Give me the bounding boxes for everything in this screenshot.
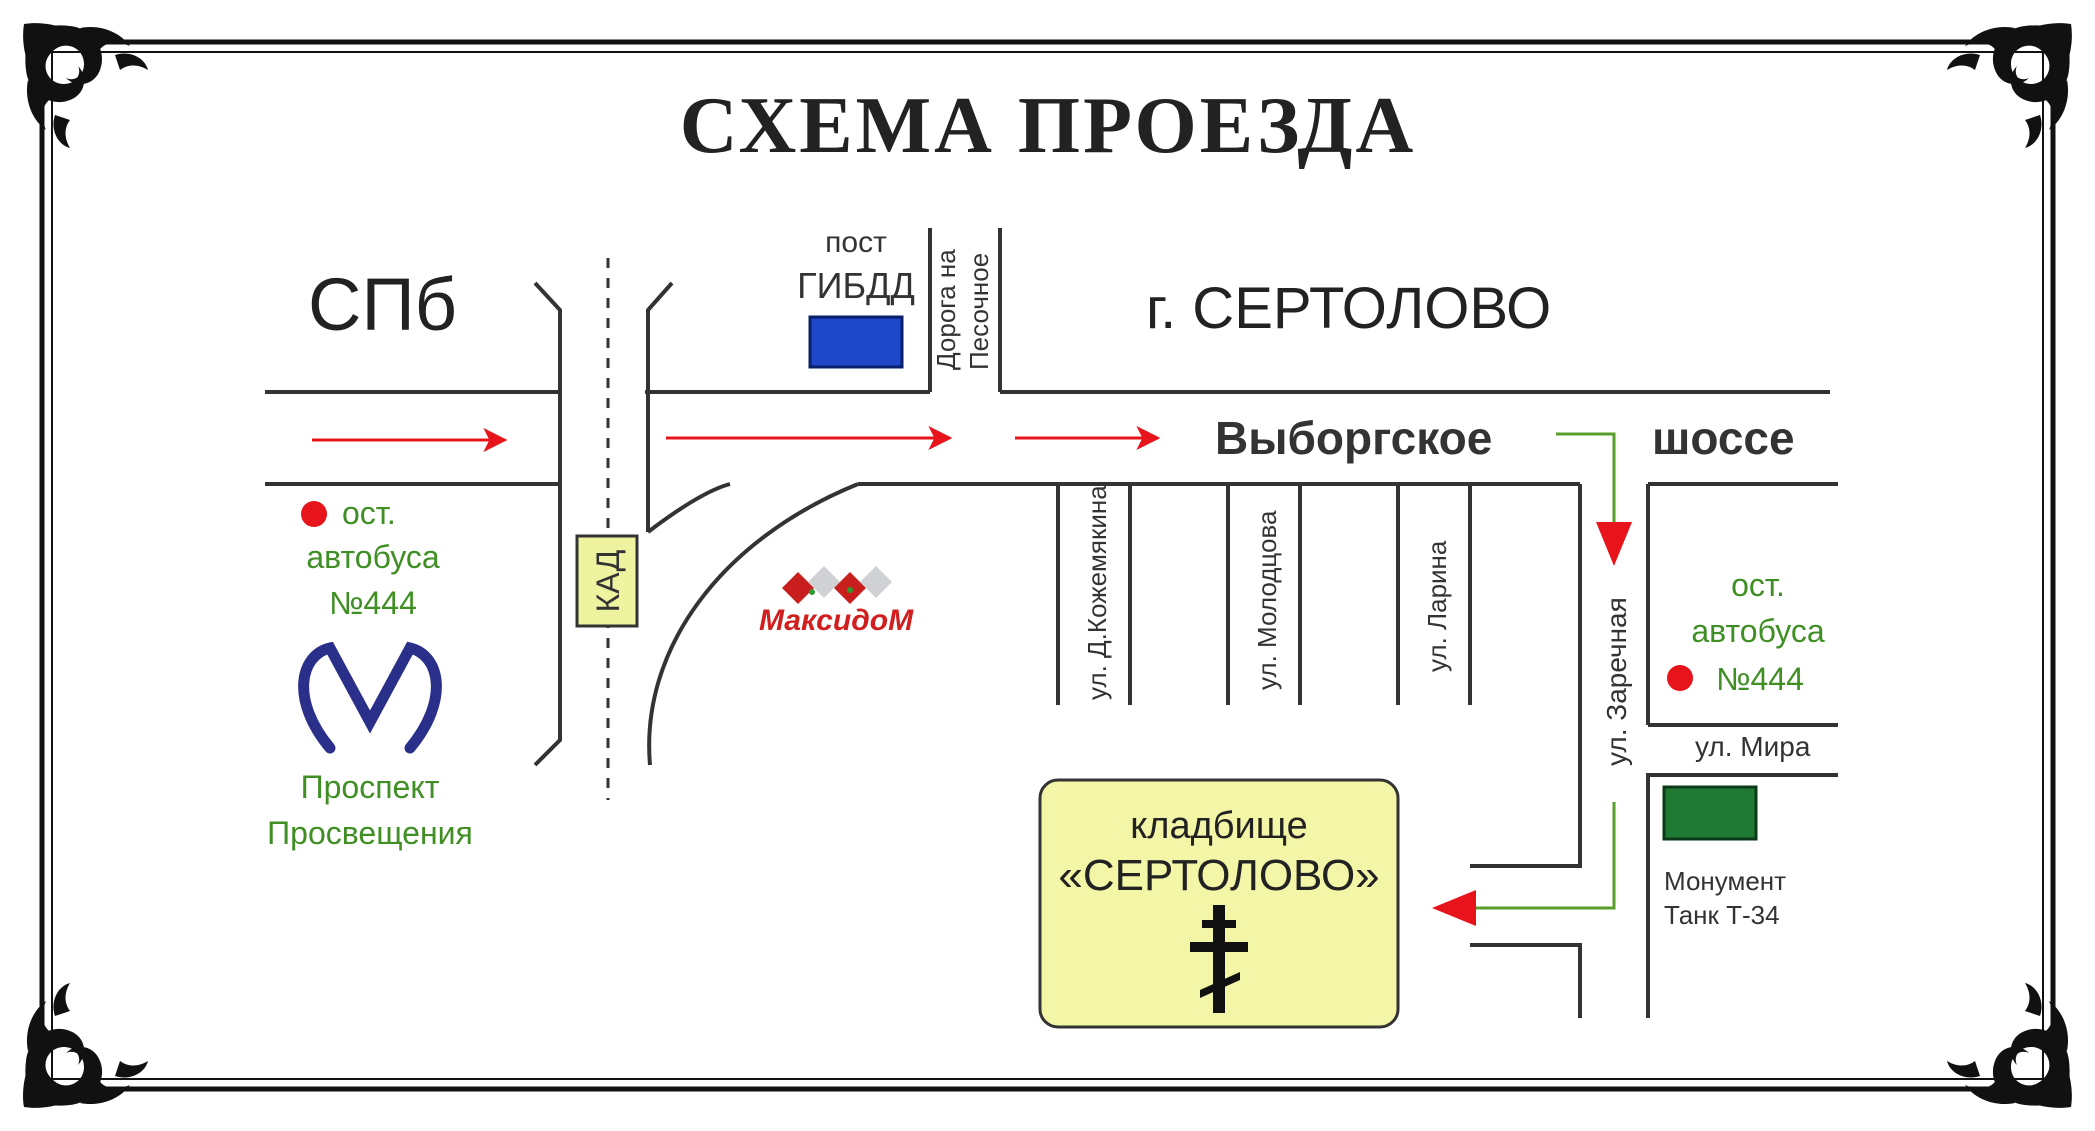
larina-street-label: ул. Ларина	[1422, 540, 1452, 672]
frame	[39, 39, 2056, 1092]
maxidom-label: МаксидоМ	[759, 604, 914, 637]
roads	[265, 228, 1838, 1018]
cemetery-area	[1038, 778, 1400, 1029]
sertolovo-town-label: г. СЕРТОЛОВО	[1146, 276, 1551, 341]
peschanoe-road-label-2: Песочное	[964, 253, 994, 370]
gibdd-post-marker	[808, 315, 904, 369]
turn-route	[1432, 432, 1632, 926]
cemetery-label-2: «СЕРТОЛОВО»	[1058, 851, 1379, 900]
peschanoe-road-label-1: Дорога на	[931, 249, 961, 370]
bus-stop-left-label-1: ост.	[342, 495, 396, 531]
monument-label-2: Танк Т-34	[1664, 900, 1780, 930]
vyborgskoe-label: Выборгское	[1215, 412, 1492, 464]
bus-stop-right-label-2: автобуса	[1691, 613, 1824, 649]
zarechnaya-street-label: ул. Заречная	[1601, 597, 1632, 766]
shosse-label: шоссе	[1652, 412, 1795, 464]
kad-label: КАД	[590, 549, 626, 612]
metro-m-icon	[298, 641, 442, 754]
spb-label: СПб	[308, 263, 457, 346]
bus-stop-right-label-3: №444	[1716, 661, 1804, 697]
maxidom-logo-icon	[782, 566, 892, 604]
metro-station-label-1: Проспект	[301, 769, 440, 805]
bus-stop-right-label-1: ост.	[1731, 567, 1785, 603]
mira-street-label: ул. Мира	[1695, 731, 1811, 762]
kozhemyakina-street-label: ул. Д.Кожемякина	[1082, 485, 1112, 700]
bus-stop-left-label-2: автобуса	[306, 539, 439, 575]
orthodox-cross-icon	[1190, 905, 1248, 1013]
cemetery-label-1: кладбище	[1130, 805, 1308, 847]
monument-marker	[1662, 785, 1758, 841]
kad-sign	[575, 534, 639, 628]
bus-stop-left-marker	[301, 501, 327, 527]
monument-label-1: Монумент	[1664, 866, 1786, 896]
gibdd-post-label-2: ГИБДД	[797, 265, 915, 306]
bus-stop-left-label-3: №444	[329, 585, 417, 621]
page-title: СХЕМА ПРОЕЗДА	[680, 82, 1416, 170]
direction-arrows	[312, 426, 1161, 452]
metro-station-label-2: Просвещения	[267, 815, 473, 851]
bus-stop-right-marker	[1667, 665, 1693, 691]
molodtsova-street-label: ул. Молодцова	[1252, 510, 1282, 690]
gibdd-post-label-1: пост	[825, 226, 887, 259]
